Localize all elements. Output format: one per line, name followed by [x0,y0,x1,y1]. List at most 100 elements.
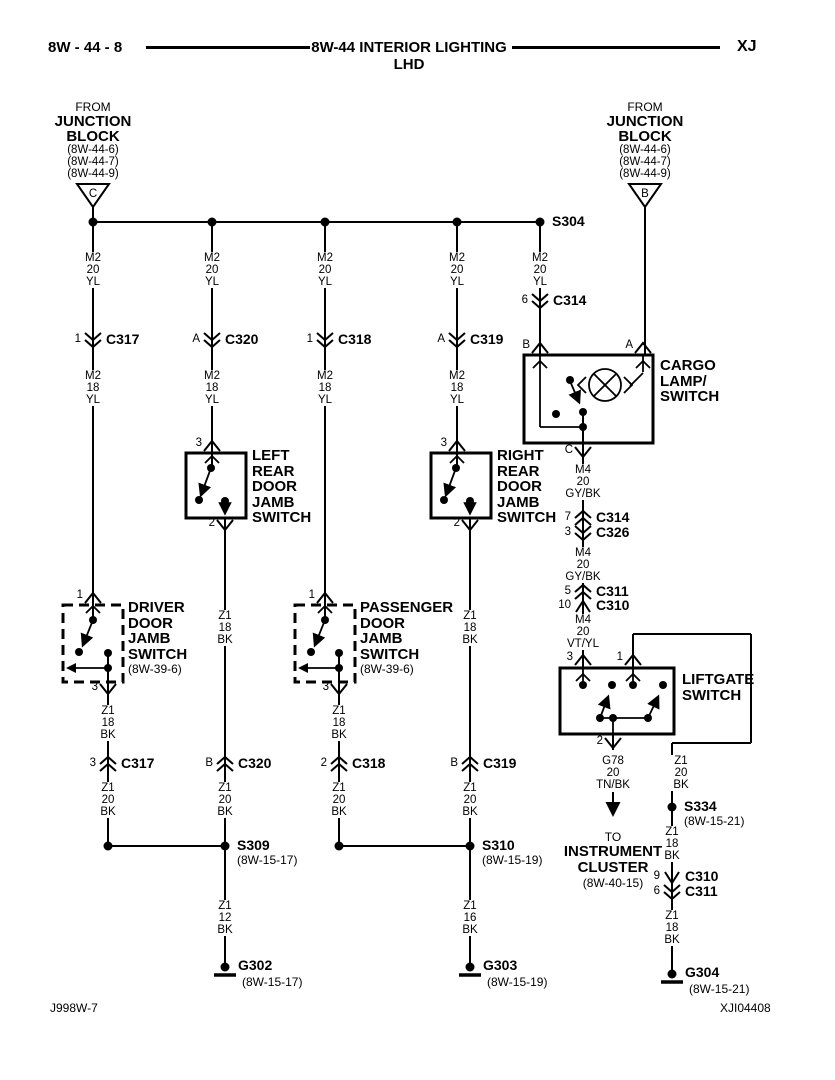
junction-block-from: FROM [75,100,111,114]
connector-pin-number: 3 [89,757,96,769]
destination-to: TO [604,830,622,844]
pin-number: 3 [91,681,98,693]
ground-g304-symbol [667,969,677,979]
ground-label: G303 [483,957,518,973]
pin-number: A [625,339,633,351]
diagram-title: 8W-44 INTERIOR LIGHTING [311,39,507,56]
diagram-subtitle: LHD [393,56,425,73]
pin-number: 1 [308,589,315,601]
left-rear-door-jamb-switch-box [184,451,248,520]
splice-label: S310 [482,837,515,853]
connector-pin-number: 10 [558,599,571,611]
switch-internals [76,355,660,734]
component-label-left-rear-door-jamb-switch: LEFT REAR DOOR JAMB SWITCH [252,447,312,526]
wire-gauge-label: M4 20 VT/YL [564,614,602,650]
liftgate-switch-box [558,666,676,736]
wire-gauge-label: Z1 20 BK [459,782,481,818]
pin-number: 3 [440,437,447,449]
connector-name: C310 [685,868,719,884]
pin-symbol [330,683,348,696]
header-rule-left [146,46,310,49]
connector-symbol [99,755,117,772]
connector-name: C320 [225,331,259,347]
junction-block-ref: (8W-44-6) [67,144,119,156]
pin-symbol [574,446,592,459]
connector-name: C317 [121,755,155,771]
pin-symbol [531,341,549,354]
wire-gauge-label: Z1 12 BK [214,900,236,936]
connector-pin-number: 5 [564,585,571,597]
connector-symbol [84,332,102,349]
connector-name: C319 [470,331,504,347]
connector-symbol [216,755,234,772]
component-ref: (8W-39-6) [128,662,182,676]
connector-symbol [664,871,680,885]
footer-figure-code: XJI04408 [720,1001,771,1015]
splice-ref: (8W-15-21) [684,814,745,828]
connector-name: C311 [596,583,629,599]
junction-triangles [75,183,663,209]
junction-block-name: JUNCTION [54,113,132,130]
destination-name: CLUSTER [577,859,649,876]
destination-name: INSTRUMENT [563,843,663,860]
component-ref: (8W-39-6) [360,662,414,676]
wire-gauge-label: M2 20 YL [314,252,336,288]
splice-label: S304 [552,213,585,229]
ground-label: G302 [238,957,273,973]
pin-number: 1 [616,651,623,663]
splice-ref: (8W-15-19) [482,853,543,867]
connector-name: C318 [338,331,372,347]
connector-pin-number: 3 [564,526,571,538]
connector-symbol [663,884,681,901]
pin-symbol [316,591,334,604]
connector-pin-number: B [205,757,213,769]
connector-symbol [574,509,592,526]
pin-symbol [203,439,221,452]
wire-gauge-label: M2 20 YL [201,252,223,288]
connector-symbol [574,583,592,600]
connector-name: C326 [596,524,630,540]
wire-gauge-label: Z1 16 BK [459,900,481,936]
connector-name: C318 [352,755,386,771]
connector-pin-number: B [450,757,458,769]
junction-block-name: BLOCK [66,128,120,145]
connector-pin-number: 9 [653,870,660,882]
pin-number: C [564,444,573,456]
connector-pin-number: 1 [74,333,81,345]
pin-symbol [604,737,622,750]
connector-symbol [461,755,479,772]
pin-number: 2 [453,517,460,529]
connector-name: C319 [483,755,517,771]
ground-ref: (8W-15-21) [689,982,750,996]
connector-name: C314 [596,509,630,525]
junction-block-from: FROM [627,100,663,114]
junction-terminal-b-triangle [627,183,663,209]
wire-gauge-label: M2 18 YL [201,370,223,406]
pin-symbol [574,653,592,666]
connector-pin-number: 6 [653,885,660,897]
pin-number: 3 [322,681,329,693]
connector-pin-number: A [192,333,200,345]
wire-gauge-label: M2 18 YL [82,370,104,406]
pin-symbol [448,439,466,452]
wire-gauge-label: M4 20 GY/BK [562,464,604,500]
junction-terminal-letter: C [88,188,98,200]
wire-gauge-label: Z1 18 BK [661,826,683,862]
connector-symbol [330,755,348,772]
component-boxes [61,353,676,736]
connector-symbol [575,599,591,613]
wire-gauge-label: M2 20 YL [529,252,551,288]
splice-label: S334 [684,798,717,814]
diagram-title-block: 8W-44 INTERIOR LIGHTING LHD [311,39,507,73]
passenger-door-jamb-switch-box [293,603,357,684]
connector-name: C320 [238,755,272,771]
wire-gauge-label: Z1 18 BK [328,705,350,741]
wire-gauge-label: M2 18 YL [446,370,468,406]
pin-number: 2 [596,735,603,747]
footer-doc-code: J998W-7 [50,1001,98,1015]
right-rear-door-jamb-switch-box [429,451,493,520]
header-rule-right [512,46,720,49]
